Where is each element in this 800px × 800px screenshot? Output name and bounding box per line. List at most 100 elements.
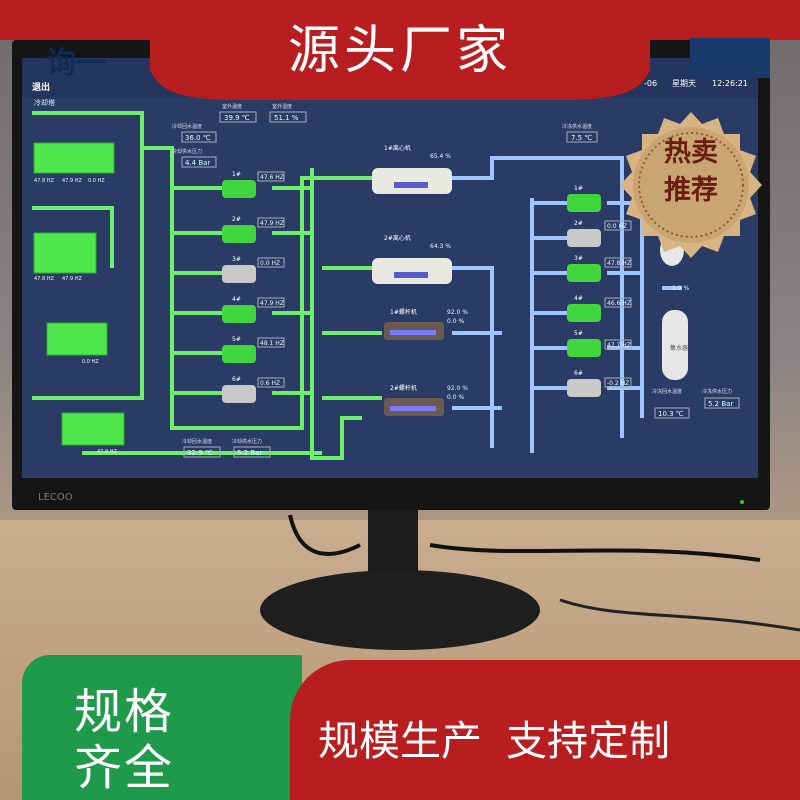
water-collector-label: 集水器 (670, 344, 688, 352)
chilled-pump-4[interactable]: 4# 46.6 HZ (567, 295, 632, 322)
chilled-pump-3-freq: 47.8 HZ (607, 260, 631, 267)
chiller-3-load: 92.0 % (447, 309, 468, 316)
tower-freq-1: 47.8 HZ (34, 178, 54, 184)
bottom-cooling-return-label: 冷却回水温度 (182, 438, 212, 445)
tower-freq-7: 47.9 HZ (97, 449, 117, 455)
chiller-2-name: 2#离心机 (384, 234, 411, 242)
cooling-pump-5-freq: 48.1 HZ (260, 340, 284, 347)
cooling-return-temp-label: 冷却回水温度 (172, 123, 202, 130)
valve-opening-value: 1.9 % (672, 285, 689, 292)
bottom-chilled-return-value: 10.3 ℃ (658, 410, 684, 418)
chillers: 1#离心机 65.4 % 2#离心机 64.3 % 1#螺杆机 92.0 % 0… (372, 144, 468, 416)
chilled-pump-1-name: 1# (574, 185, 583, 192)
cooling-return-temp-value: 36.0 ℃ (185, 134, 211, 142)
chilled-pump-5-freq: 47.7 HZ (607, 342, 631, 349)
chiller-centrifugal-2[interactable]: 2#离心机 64.3 % (372, 234, 452, 284)
top-banner-title: 源头厂家 (287, 21, 512, 81)
chilled-supply-temp-label: 冷冻供水温度 (562, 123, 592, 130)
exit-button[interactable]: 退出 (32, 81, 50, 93)
chilled-pump-6-name: 6# (574, 370, 583, 377)
chilled-pump-5[interactable]: 5# 47.7 HZ (567, 330, 632, 357)
chilled-pump-2-freq: 0.0 HZ (607, 223, 627, 230)
bottom-left-line-1: 规格 (74, 684, 175, 740)
top-right-tab (690, 38, 770, 78)
chilled-pump-3[interactable]: 3# 47.8 HZ (567, 255, 632, 282)
cooling-pump-1-name: 1# (232, 171, 241, 178)
bottom-chilled-return-label: 冷冻回水温度 (652, 388, 682, 395)
cooling-pump-3-freq: 0.0 HZ (260, 260, 280, 267)
cooling-pump-3[interactable]: 3# 0.0 HZ (222, 256, 285, 283)
header-weekday: 星期天 (672, 79, 696, 88)
bottom-cooling-pressure-label: 冷却供水压力 (232, 438, 262, 445)
outdoor-humidity-value: 51.1 % (274, 114, 299, 122)
chilled-pump-3-name: 3# (574, 255, 583, 262)
chilled-pump-4-name: 4# (574, 295, 583, 302)
bottom-right-banner (290, 660, 800, 800)
hot-sale-badge (620, 112, 762, 258)
chiller-4-load: 92.0 % (447, 385, 468, 392)
cooling-pump-5[interactable]: 5# 48.1 HZ (222, 336, 285, 363)
power-led (740, 500, 744, 504)
chilled-pump-2-name: 2# (574, 220, 583, 227)
chilled-pump-1[interactable]: 1# (567, 185, 601, 212)
chiller-4-load2: 0.0 % (447, 394, 464, 401)
chilled-pumps: 1# 2# 0.0 HZ 3# 47.8 HZ 4# 46.6 HZ (567, 185, 632, 397)
top-left-partial-text: 询一 (46, 46, 106, 81)
bottom-left-line-2: 齐全 (74, 740, 175, 796)
cooling-pump-2-freq: 47.9 HZ (260, 220, 284, 227)
cooling-water-pipes (32, 111, 382, 460)
bottom-right-item-1: 规模生产 (318, 717, 482, 765)
bottom-chilled-pressure-value: 5.2 Bar (708, 400, 733, 408)
water-collector-tank (662, 310, 688, 380)
tower-freq-6: 0.0 HZ (82, 359, 99, 365)
monitor-stand-base (260, 570, 540, 650)
chiller-2-load: 64.3 % (430, 243, 451, 250)
cooling-pump-6[interactable]: 6# 0.6 HZ (222, 376, 285, 403)
tower-freq-4: 47.8 HZ (34, 276, 54, 282)
outdoor-temp-value: 39.9 ℃ (224, 114, 250, 122)
outdoor-humidity-label: 室外湿度 (272, 103, 292, 110)
cooling-pump-4[interactable]: 4# 47.9 HZ (222, 296, 285, 323)
cooling-pump-6-name: 6# (232, 376, 241, 383)
cooling-pump-4-name: 4# (232, 296, 241, 303)
chiller-3-name: 1#螺杆机 (390, 308, 417, 316)
cooling-pump-3-name: 3# (232, 256, 241, 263)
bottom-left-banner (22, 655, 302, 800)
top-banner (0, 0, 800, 100)
cooling-pump-2-name: 2# (232, 216, 241, 223)
bottom-cooling-pressure-value: 5.2 Bar (237, 449, 262, 457)
chiller-1-name: 1#离心机 (384, 144, 411, 152)
chiller-4-name: 2#螺杆机 (390, 384, 417, 392)
outdoor-temp-label: 室外温度 (222, 103, 242, 110)
header-time: 12:26:21 (712, 79, 748, 88)
chiller-screw-1[interactable]: 1#螺杆机 92.0 % 0.0 % (384, 308, 468, 340)
tower-freq-5: 47.9 HZ (62, 276, 82, 282)
tower-freq-3: 0.0 HZ (88, 178, 105, 184)
bottom-right-item-2: 支持定制 (506, 717, 670, 765)
bottom-right-text: 规模生产支持定制 (318, 707, 788, 767)
badge-line-2: 推荐 (664, 175, 718, 206)
cooling-supply-pressure-value: 4.4 Bar (185, 159, 210, 167)
cooling-pump-5-name: 5# (232, 336, 241, 343)
chilled-pump-4-freq: 46.6 HZ (607, 300, 631, 307)
chilled-pump-5-name: 5# (574, 330, 583, 337)
cooling-pump-2[interactable]: 2# 47.9 HZ (222, 216, 285, 243)
chiller-3-load2: 0.0 % (447, 318, 464, 325)
chilled-pump-2[interactable]: 2# 0.0 HZ (567, 220, 632, 247)
chiller-screw-2[interactable]: 2#螺杆机 92.0 % 0.0 % (384, 384, 468, 416)
chilled-supply-temp-value: 7.5 ℃ (571, 134, 592, 142)
badge-line-1: 热卖 (664, 137, 718, 168)
tower-freq-2: 47.9 HZ (62, 178, 82, 184)
cooling-pump-1[interactable]: 1# 47.6 HZ (222, 171, 285, 198)
bottom-cooling-return-value: 32.9 ℃ (187, 449, 213, 457)
chilled-pump-6[interactable]: 6# -0.2 HZ (567, 370, 632, 397)
cooling-tower-label: 冷却塔 (34, 98, 55, 107)
cooling-pumps: 1# 47.6 HZ 2# 47.9 HZ 3# 0.0 HZ 4# 47.9 (222, 171, 285, 403)
monitor-logo: LECOO (38, 492, 73, 503)
chiller-centrifugal-1[interactable]: 1#离心机 65.4 % (372, 144, 452, 194)
chilled-pump-6-freq: -0.2 HZ (607, 380, 629, 387)
chiller-1-load: 65.4 % (430, 153, 451, 160)
header-date: -06 (644, 79, 657, 88)
bottom-chilled-pressure-label: 冷冻供水压力 (702, 388, 732, 395)
